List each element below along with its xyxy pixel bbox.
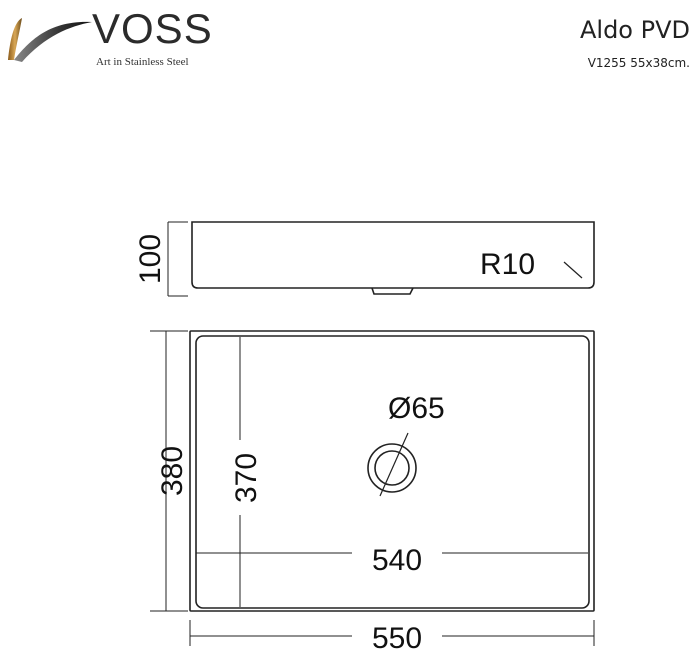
outer-depth-label: 380 <box>156 446 189 496</box>
outer-width-label: 550 <box>372 622 422 655</box>
voss-swoosh-icon <box>8 18 92 62</box>
radius-label: R10 <box>480 248 535 281</box>
side-view-outline <box>191 221 595 289</box>
height-label: 100 <box>134 234 167 284</box>
drain-inner-circle <box>374 450 410 486</box>
side-view-drain <box>371 287 414 295</box>
brand-logo: VOSS Art in Stainless Steel <box>0 0 220 80</box>
inner-width-label: 540 <box>372 544 422 577</box>
drain-diameter-leader <box>379 432 409 497</box>
product-title: Aldo PVD <box>579 16 690 44</box>
brand-name: VOSS <box>92 5 213 52</box>
drain-diameter-label: Ø65 <box>388 392 445 425</box>
product-code: V1255 55x38cm. <box>587 56 690 70</box>
brand-tagline: Art in Stainless Steel <box>96 56 189 68</box>
drain-outer-circle <box>367 443 417 493</box>
inner-depth-label: 370 <box>230 453 263 503</box>
radius-leader <box>563 261 583 279</box>
top-view-inner <box>195 335 590 609</box>
top-view-outer <box>189 330 595 612</box>
